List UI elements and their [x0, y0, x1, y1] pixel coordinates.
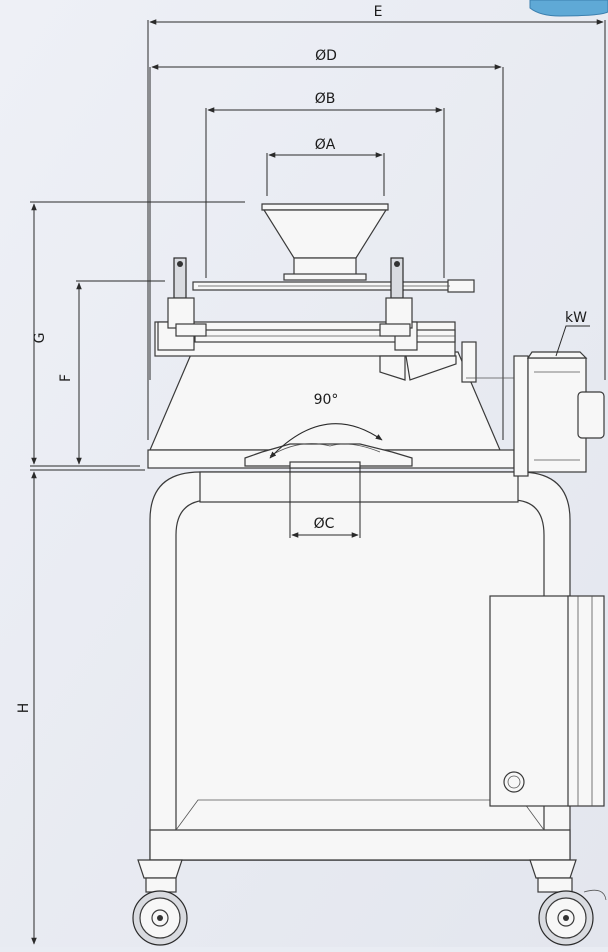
cart-frame	[137, 471, 577, 879]
dimension-f: F	[58, 280, 165, 467]
dimension-a: ØA	[266, 137, 385, 196]
caster-right	[537, 877, 607, 946]
caster-left	[132, 877, 188, 946]
label-g: G	[32, 333, 48, 344]
label-d: ØD	[315, 48, 337, 64]
label-power: kW	[565, 310, 587, 326]
dimension-b: ØB	[205, 91, 445, 278]
label-h: H	[16, 703, 32, 714]
dimension-e: E	[147, 4, 606, 440]
vibration-motor	[461, 325, 605, 477]
label-a: ØA	[315, 137, 336, 153]
dimension-h: H	[16, 469, 145, 945]
corner-accent	[529, 0, 608, 17]
label-b: ØB	[315, 91, 336, 107]
clamp-left	[167, 257, 207, 337]
control-box	[489, 595, 605, 807]
dimension-d: ØD	[149, 48, 504, 440]
label-c: ØC	[314, 516, 335, 532]
angle-indicator	[269, 423, 383, 459]
label-f: F	[58, 374, 74, 382]
label-angle: 90°	[314, 392, 339, 408]
inlet-hopper	[261, 203, 389, 281]
label-e: E	[374, 4, 383, 20]
clamp-right	[379, 257, 413, 337]
